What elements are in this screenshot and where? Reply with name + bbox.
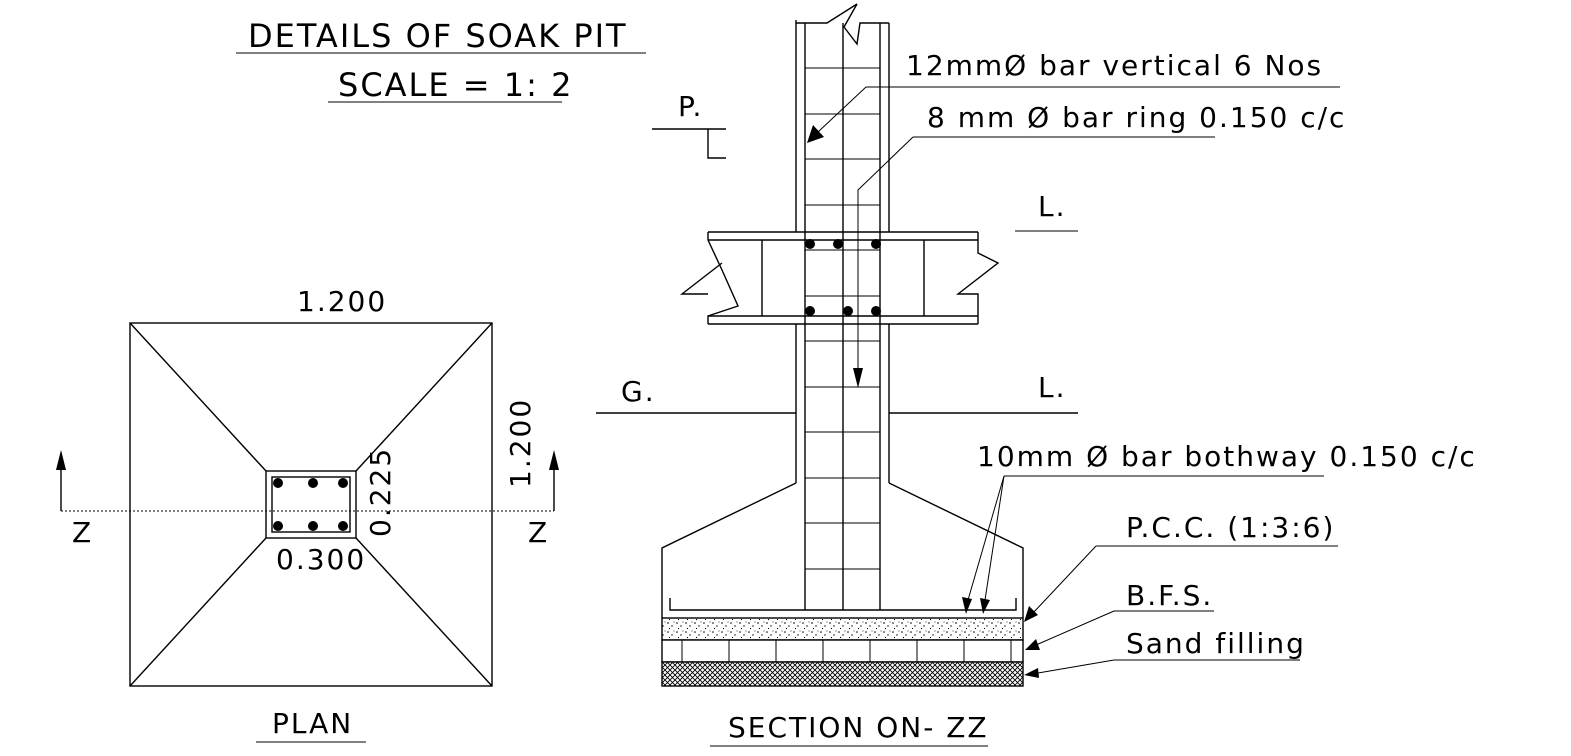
plan-rebar-dot — [308, 521, 318, 531]
beam-rebar-dot — [833, 239, 843, 249]
plan-diagonal-tr — [355, 322, 493, 472]
leader-ring-bars-arrow — [853, 368, 863, 388]
note-sand-filling: Sand filling — [1126, 627, 1306, 660]
beam-break-left — [707, 232, 739, 324]
footing-outline-right — [888, 482, 1024, 618]
section-caption: SECTION ON- ZZ — [728, 711, 989, 744]
leader-pcc — [1032, 545, 1097, 614]
plan-caption: PLAN — [272, 707, 353, 740]
beam-rebar-dot — [871, 239, 881, 249]
leader-bothway-2 — [984, 475, 1005, 601]
pcc-layer — [661, 617, 1024, 641]
leader-vertical-bars — [817, 86, 867, 133]
beam-rebar-dot — [843, 306, 853, 316]
plinth-level-tick — [707, 129, 726, 159]
plan-column-outer — [265, 470, 357, 539]
beam-rebar-dot — [805, 306, 815, 316]
plan-diagonal-br — [355, 537, 493, 687]
note-pcc: P.C.C. (1:3:6) — [1126, 511, 1335, 544]
plan-dim-column-depth: 0.225 — [364, 447, 397, 537]
leader-ring-bars — [857, 136, 914, 375]
beam-rebar-dot — [805, 239, 815, 249]
sand-filling-layer — [661, 661, 1024, 687]
leader-bothway-1 — [967, 475, 1005, 601]
note-vertical-bars: 12mmØ bar vertical 6 Nos — [906, 49, 1323, 82]
leader-sand-arrow — [1024, 668, 1039, 678]
ground-label-right: L. — [1038, 371, 1067, 404]
plan-footing-outline — [129, 322, 493, 687]
leader-bfs — [1035, 610, 1115, 646]
title-block: DETAILS OF SOAK PIT SCALE = 1: 2 — [236, 17, 646, 104]
leader-sand — [1037, 659, 1115, 674]
plan-dim-top: 1.200 — [297, 285, 387, 318]
plan-rebar-dot — [273, 521, 283, 531]
ring-stirrups — [805, 67, 880, 570]
column-break-mark — [795, 3, 889, 46]
note-ring-bars: 8 mm Ø bar ring 0.150 c/c — [927, 101, 1346, 134]
beam-break-right — [955, 232, 1000, 324]
drawing-title: DETAILS OF SOAK PIT — [248, 17, 628, 55]
plan-rebar-dot — [273, 478, 283, 488]
section-arrow-right-head — [549, 450, 559, 470]
plan-diagonal-tl — [129, 322, 267, 472]
plan-view: Z Z 1.200 1.200 0.300 0.225 PLAN — [56, 285, 559, 743]
ground-label-left: G. — [621, 375, 656, 408]
leader-bfs-arrow — [1025, 639, 1040, 650]
plan-column-inner — [271, 476, 351, 533]
leader-pcc-arrow — [1024, 606, 1038, 622]
plan-rebar-dot — [308, 478, 318, 488]
bfs-brick-joints — [681, 640, 1012, 662]
leader-bothway-arrow-2 — [980, 598, 990, 614]
plan-diagonal-bl — [129, 537, 267, 687]
bothway-mesh-bar — [669, 598, 1017, 611]
plan-rebar-dot — [338, 521, 348, 531]
section-mark-left: Z — [72, 516, 93, 549]
section-mark-right: Z — [528, 516, 549, 549]
bfs-layer — [661, 639, 1024, 663]
plan-dim-right: 1.200 — [504, 398, 537, 488]
plan-dim-column-width: 0.300 — [276, 543, 366, 576]
beam-break-left-jag — [679, 262, 723, 295]
note-bothway-bars: 10mm Ø bar bothway 0.150 c/c — [977, 440, 1477, 473]
section-view: P. L. G. L. 12mmØ bar vertical 6 Nos 8 m… — [596, 3, 1477, 747]
leader-vertical-bars-arrow — [807, 125, 824, 143]
leader-bothway-arrow-1 — [962, 597, 972, 614]
note-bfs: B.F.S. — [1126, 579, 1213, 612]
beam-rebar-dot — [871, 306, 881, 316]
plinth-label-right: L. — [1038, 190, 1067, 223]
footing-outline — [661, 482, 797, 618]
drawing-scale: SCALE = 1: 2 — [338, 66, 573, 104]
section-arrow-left-head — [56, 450, 66, 470]
plan-rebar-dot — [338, 478, 348, 488]
plinth-label-left: P. — [678, 90, 703, 123]
plinth-beam — [679, 231, 1000, 325]
